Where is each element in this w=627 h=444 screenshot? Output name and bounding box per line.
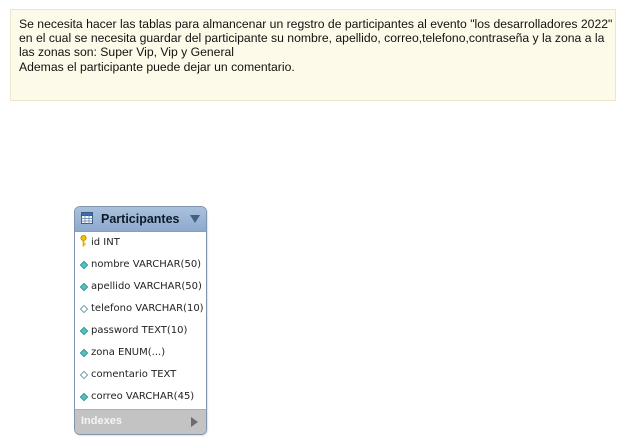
- column-row-apellido[interactable]: apellido VARCHAR(50): [75, 276, 206, 298]
- column-row-telefono[interactable]: telefono VARCHAR(10): [75, 298, 206, 320]
- not-null-column-icon: [79, 260, 89, 270]
- collapse-arrow-icon[interactable]: [190, 215, 200, 223]
- expand-arrow-icon[interactable]: [191, 417, 198, 427]
- column-list: id INT nombre VARCHAR(50) apellido VARCH…: [75, 232, 206, 408]
- column-row-password[interactable]: password TEXT(10): [75, 320, 206, 342]
- note-line-4: Ademas el participante puede dejar un co…: [19, 59, 295, 74]
- table-entity-participantes[interactable]: Participantes id INT nombre VARCHAR(50) …: [74, 206, 207, 435]
- column-row-id[interactable]: id INT: [75, 232, 206, 254]
- column-row-zona[interactable]: zona ENUM(...): [75, 342, 206, 364]
- indexes-section[interactable]: Indexes: [75, 409, 206, 434]
- primary-key-icon: [80, 235, 87, 247]
- table-icon: [81, 212, 93, 224]
- note-box[interactable]: Se necesita hacer las tablas para almanc…: [10, 9, 616, 101]
- nullable-column-icon: [79, 304, 89, 314]
- entity-header[interactable]: Participantes: [75, 207, 206, 232]
- column-label: apellido VARCHAR(50): [91, 281, 202, 292]
- not-null-column-icon: [79, 282, 89, 292]
- column-row-correo[interactable]: correo VARCHAR(45): [75, 386, 206, 408]
- note-line-3: las zonas son: Super Vip, Vip y General: [19, 45, 234, 60]
- not-null-column-icon: [79, 392, 89, 402]
- column-row-nombre[interactable]: nombre VARCHAR(50): [75, 254, 206, 276]
- column-label: correo VARCHAR(45): [91, 391, 195, 402]
- not-null-column-icon: [79, 348, 89, 358]
- column-label: nombre VARCHAR(50): [91, 259, 202, 270]
- column-label: zona ENUM(...): [91, 347, 166, 358]
- column-label: telefono VARCHAR(10): [91, 303, 204, 314]
- indexes-label: Indexes: [81, 415, 122, 427]
- note-line-1: Se necesita hacer las tablas para almanc…: [19, 17, 613, 31]
- column-label: comentario TEXT: [91, 369, 177, 380]
- column-row-comentario[interactable]: comentario TEXT: [75, 364, 206, 386]
- entity-title: Participantes: [101, 212, 180, 226]
- note-line-2: en el cual se necesita guardar del parti…: [19, 31, 605, 46]
- column-label: password TEXT(10): [91, 325, 188, 336]
- nullable-column-icon: [79, 370, 89, 380]
- column-label: id INT: [91, 237, 120, 248]
- not-null-column-icon: [79, 326, 89, 336]
